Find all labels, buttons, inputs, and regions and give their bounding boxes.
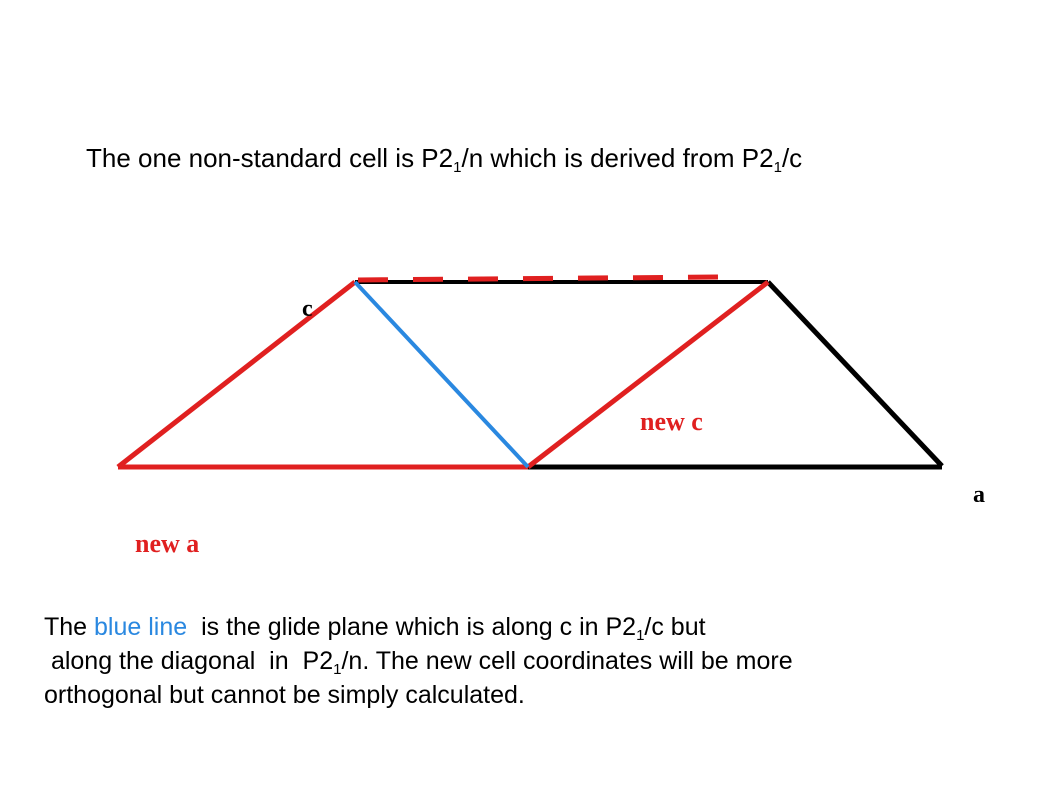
caption-line-1: The blue line is the glide plane which i… (44, 613, 706, 644)
blue-line-text: blue line (94, 613, 188, 641)
top-edge-red-dashes (357, 274, 721, 283)
label-c: c (302, 296, 313, 322)
c-axis (116, 280, 357, 469)
caption-line-2: along the diagonal in P21/n. The new cel… (44, 647, 793, 678)
caption-line-3: orthogonal but cannot be simply calculat… (44, 681, 525, 709)
glide-plane-line (353, 280, 530, 469)
label-a: a (973, 482, 985, 508)
label-new-a: new a (135, 529, 199, 558)
label-new-c: new c (640, 407, 703, 436)
caption-text: The blue line is the glide plane which i… (44, 610, 793, 712)
slide-title: The one non-standard cell is P21/n which… (86, 143, 803, 176)
new-c-axis (526, 280, 770, 469)
right-edge (766, 280, 944, 468)
